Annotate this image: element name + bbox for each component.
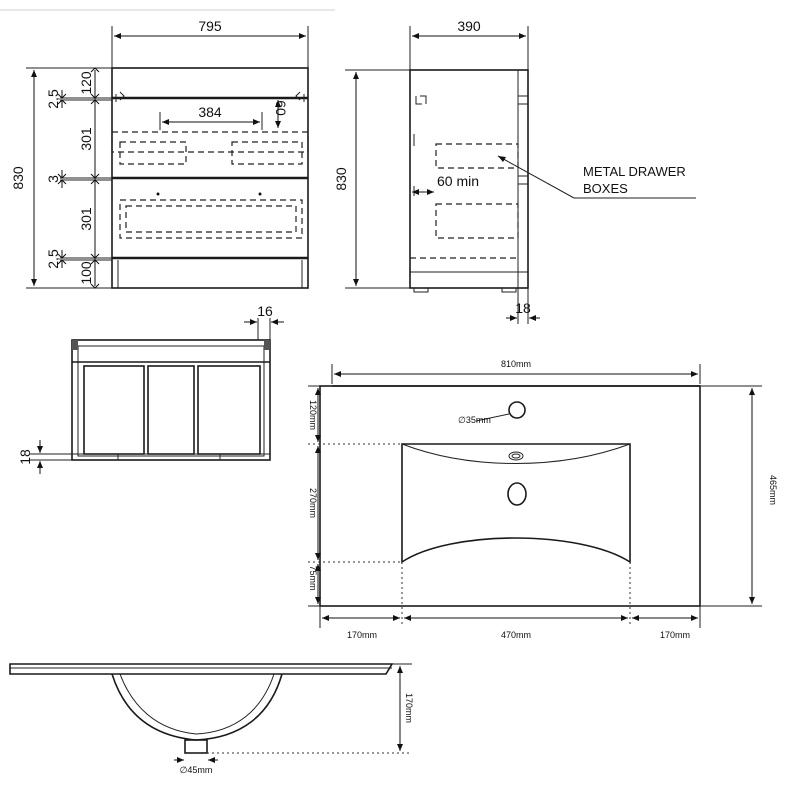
basin-plan: 810mm ∅35mm 120mm 270mm 75mm 465m	[308, 359, 778, 640]
top-panel-thickness-label: 18	[17, 449, 33, 465]
lower-drawer-box	[119, 199, 303, 239]
rail-top-label: 2,5	[45, 89, 61, 109]
drawer-height-2-label: 301	[78, 207, 94, 231]
rail-bottom-label: 2,5	[45, 249, 61, 269]
basin-section: 170mm ∅45mm	[9, 663, 414, 775]
tap-hole-label: ∅35mm	[458, 415, 491, 425]
top-cabinet-outline	[71, 339, 271, 461]
overflow-outlet	[508, 451, 524, 461]
handle-spacing-label: 384	[198, 104, 222, 120]
side-cabinet-outline	[409, 69, 529, 289]
side-panel-thickness-label: 18	[515, 300, 531, 316]
basin-depth-label: 465mm	[768, 475, 778, 505]
upper-drawer-box-right	[231, 141, 303, 165]
basin-section-bowl	[111, 673, 283, 741]
waste-diameter-label: ∅45mm	[180, 765, 213, 775]
tap-hole	[508, 401, 526, 419]
front-view: 795 384 60 830	[10, 18, 309, 289]
clearance-label: 60 min	[437, 173, 479, 189]
rail-mid-label: 3	[45, 175, 61, 183]
front-height-label: 830	[10, 166, 26, 190]
basin-outline	[319, 385, 701, 607]
plinth-label: 100	[78, 261, 94, 285]
waste-outlet	[184, 739, 208, 754]
side-margin-right-label: 170mm	[660, 630, 690, 640]
front-margin-label: 75mm	[308, 565, 318, 590]
handle-offset-label: 60	[273, 100, 289, 116]
side-lower-drawer-box	[435, 203, 519, 239]
rear-margin-label: 120mm	[308, 400, 318, 430]
top-gap-label: 120	[78, 71, 94, 95]
side-margin-left-label: 170mm	[347, 630, 377, 640]
callout-line-1: METAL DRAWER	[583, 164, 686, 179]
basin-width-label: 810mm	[501, 359, 531, 369]
upper-drawer-box-left	[119, 141, 187, 165]
bowl-length-label: 270mm	[308, 488, 318, 518]
top-compartment-left	[83, 365, 145, 455]
upper-drawer-rail	[111, 131, 309, 153]
side-upper-drawer-box	[435, 143, 519, 169]
side-height-label: 830	[333, 167, 349, 191]
front-width-label: 795	[198, 18, 222, 34]
callout-line-2: BOXES	[583, 181, 628, 196]
top-view: 16 18	[17, 303, 284, 474]
top-compartment-right	[197, 365, 261, 455]
top-compartment-middle	[147, 365, 195, 455]
basin-bowl	[401, 443, 631, 564]
side-view: 390 60 min 830 METAL DRAWER BOXES	[333, 18, 696, 324]
side-depth-label: 390	[457, 18, 481, 34]
board-thickness-label: 16	[257, 303, 273, 319]
drawer-height-1-label: 301	[78, 127, 94, 151]
waste-hole	[507, 482, 527, 506]
basin-section-slab	[9, 663, 394, 675]
bowl-width-label: 470mm	[501, 630, 531, 640]
bowl-depth-label: 170mm	[404, 693, 414, 723]
